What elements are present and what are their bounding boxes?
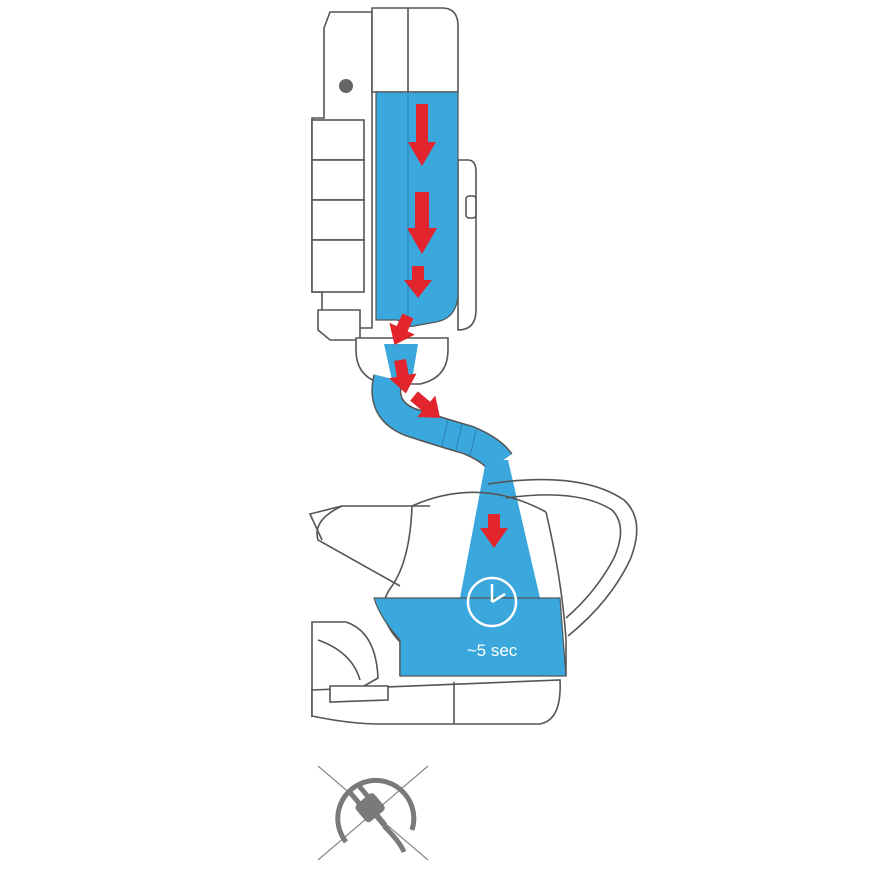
down-arrow-icon <box>408 104 436 166</box>
drain-hose-water <box>372 374 512 471</box>
clock-icon <box>466 576 518 628</box>
down-arrow-icon <box>388 358 417 394</box>
unplug-icon <box>317 765 429 861</box>
down-arrow-icon <box>407 192 437 254</box>
down-arrow-icon <box>480 514 508 548</box>
down-arrow-icon <box>404 266 432 298</box>
timer-label: ~5 sec <box>467 641 518 660</box>
device-unit <box>311 7 477 341</box>
flow-arrows <box>388 104 508 548</box>
device-base <box>311 621 561 725</box>
down-arrow-icon <box>389 313 415 346</box>
down-arrow-icon <box>410 391 441 418</box>
indicator-dot <box>339 79 353 93</box>
can-water <box>374 598 566 676</box>
